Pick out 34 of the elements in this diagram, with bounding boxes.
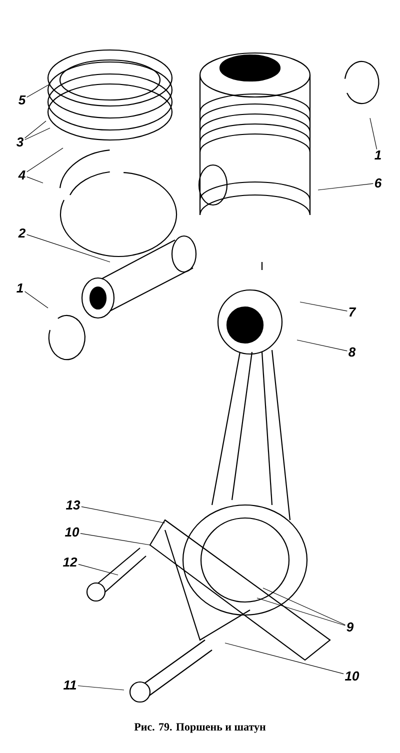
leader-line <box>26 84 50 98</box>
leader-line <box>24 291 48 308</box>
leader-line <box>24 120 46 138</box>
leader-line <box>262 588 346 626</box>
leader-line <box>224 642 344 674</box>
leader-line <box>80 533 150 546</box>
leader-line <box>26 148 64 172</box>
leader-line <box>26 234 110 262</box>
callout-number: 10 <box>64 527 80 537</box>
figure-caption: Рис. 79. Поршень и шатун <box>134 723 266 733</box>
callout-number: 12 <box>62 557 78 567</box>
callout-number: 13 <box>66 500 80 510</box>
callout-number: 8 <box>348 347 356 357</box>
callout-number: 2 <box>18 228 26 238</box>
callout-number: 4 <box>18 170 26 180</box>
leader-line <box>370 118 378 150</box>
leader-line <box>256 598 346 626</box>
leader-line <box>81 506 166 524</box>
leader-line <box>78 685 124 690</box>
leader-line <box>318 183 374 190</box>
leader-line <box>24 128 50 140</box>
leader-line <box>78 564 118 576</box>
callout-number: 1 <box>16 284 23 292</box>
callout-number: 9 <box>346 622 354 632</box>
callout-number: 5 <box>18 95 26 105</box>
callout-number: 10 <box>344 671 360 681</box>
leader-line <box>296 340 348 352</box>
callout-number: 11 <box>63 680 76 690</box>
callout-number: 3 <box>16 137 24 147</box>
callout-number: 7 <box>349 308 356 316</box>
leader-line <box>300 302 348 312</box>
callout-number: 1 <box>374 150 381 160</box>
leader-line <box>26 176 44 184</box>
callout-number: 6 <box>374 178 382 188</box>
